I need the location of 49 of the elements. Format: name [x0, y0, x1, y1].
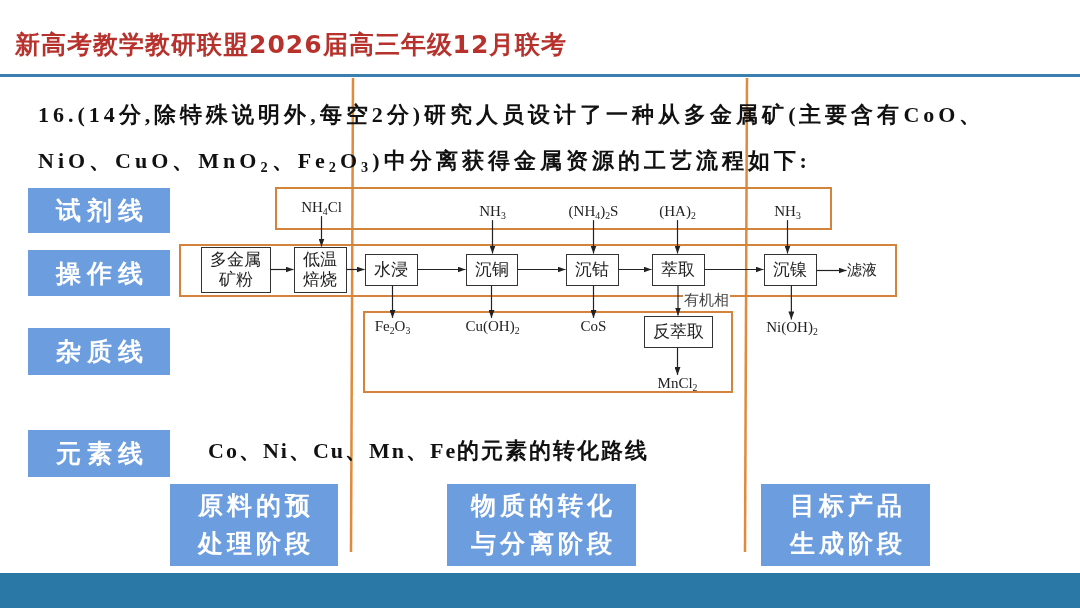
- arrow: [590, 284, 597, 319]
- substance-label: CoS: [580, 317, 607, 336]
- edge-label: 有机相: [683, 291, 730, 309]
- arrow: [703, 266, 765, 273]
- substance-label: Cu(OH)$_{2}$: [465, 317, 520, 336]
- substance-label: NH$_{4}$Cl: [301, 198, 342, 217]
- arrow: [590, 219, 597, 255]
- process-box: 沉镍: [763, 253, 817, 286]
- arrow: [345, 266, 366, 273]
- arrow: [389, 284, 396, 319]
- element-route-text: Co、Ni、Cu、Mn、Fe的元素的转化路线: [208, 437, 650, 465]
- process-box: 多金属矿粉: [200, 246, 271, 293]
- substance-label: (HA)$_{2}$: [659, 202, 696, 221]
- arrow: [318, 215, 325, 248]
- process-box: 反萃取: [643, 315, 713, 348]
- lane-label: 操作线: [28, 250, 170, 296]
- process-box: 低温焙烧: [293, 246, 347, 293]
- lane-label: 元素线: [28, 430, 170, 477]
- substance-label: (NH$_{4}$)$_{2}$S: [568, 202, 619, 221]
- arrow: [516, 266, 567, 273]
- process-box: 水浸: [364, 253, 418, 286]
- process-box: 沉钴: [565, 253, 619, 286]
- arrow: [674, 346, 681, 376]
- substance-label: NH$_{3}$: [774, 202, 801, 221]
- substance-label: Fe$_{2}$O$_{3}$: [374, 317, 411, 336]
- substance-label: NH$_{3}$: [479, 202, 506, 221]
- arrow: [674, 219, 681, 255]
- stage-label: 物质的转化与分离阶段: [447, 484, 636, 566]
- arrow: [488, 284, 495, 319]
- stage-label: 原料的预处理阶段: [170, 484, 338, 566]
- lane-label: 杂质线: [28, 328, 170, 375]
- arrow: [617, 266, 653, 273]
- substance-label: Ni(OH)$_{2}$: [766, 319, 818, 337]
- arrow: [675, 284, 681, 317]
- header-title: 新高考教学教研联盟2026届高三年级12月联考: [15, 29, 568, 61]
- arrow: [788, 284, 795, 320]
- process-box: 萃取: [651, 253, 705, 286]
- substance-label: MnCl$_{2}$: [657, 374, 698, 393]
- lane-frame: [363, 311, 733, 393]
- stage-label: 目标产品生成阶段: [761, 484, 930, 566]
- process-box: 沉铜: [465, 253, 518, 286]
- arrow: [784, 219, 791, 255]
- arrow: [416, 266, 467, 273]
- arrow: [489, 219, 496, 255]
- substance-label: 滤液: [846, 261, 877, 280]
- lane-label: 试剂线: [28, 188, 170, 233]
- arrow: [815, 267, 848, 274]
- lane-frame: [275, 187, 832, 230]
- arrow: [269, 266, 295, 273]
